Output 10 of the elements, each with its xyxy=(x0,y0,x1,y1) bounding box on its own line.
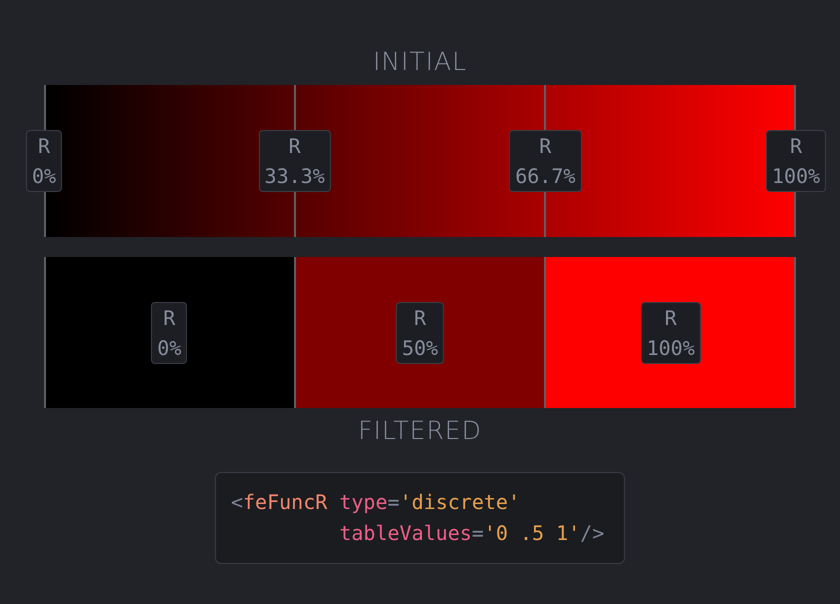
value-tag: R 0% xyxy=(26,130,62,192)
value-tag: R 0% xyxy=(151,302,188,364)
section-heading: INITIAL xyxy=(372,46,468,78)
value-tag: R 100% xyxy=(766,130,826,192)
value-tag: R 66.7% xyxy=(509,130,582,192)
value-tag: R 33.3% xyxy=(258,130,331,192)
code-block: <feFuncR type='discrete' tableValues='0 .5 1'/> xyxy=(214,472,626,564)
value-tag: R 100% xyxy=(640,302,701,364)
section-heading: FILTERED xyxy=(358,415,482,447)
value-tag: R 50% xyxy=(396,302,444,364)
